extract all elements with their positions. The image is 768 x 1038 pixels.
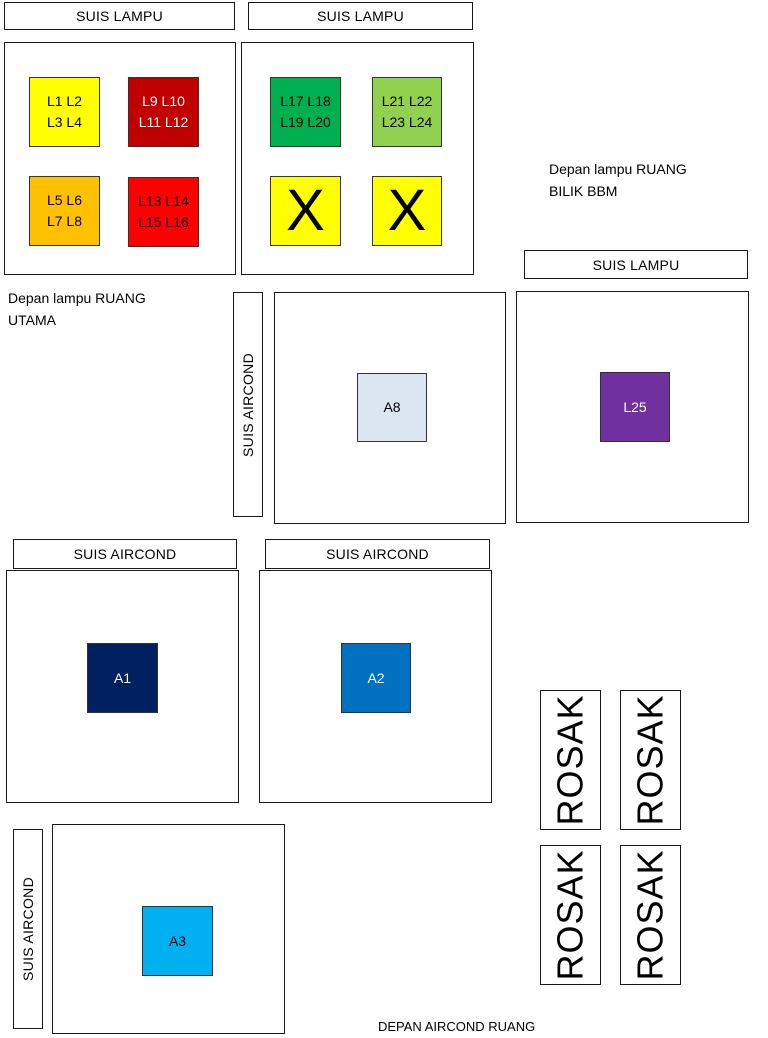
- note-ruang-utama: Depan lampu RUANG UTAMA: [8, 290, 146, 328]
- aircond-switch-a2[interactable]: A2: [341, 643, 411, 713]
- switch-l1-l4[interactable]: L1 L2 L3 L4: [29, 77, 100, 147]
- suis-aircond-label-2: SUIS AIRCOND: [265, 539, 490, 569]
- rosak-box-1: ROSAK: [540, 690, 601, 830]
- rosak-text: ROSAK: [549, 694, 591, 826]
- suis-aircond-vertical-2: SUIS AIRCOND: [13, 829, 43, 1029]
- switch-l9-l12[interactable]: L9 L10 L11 L12: [128, 77, 199, 147]
- lamp-switch-l25[interactable]: L25: [600, 372, 670, 442]
- aircond-switch-a3[interactable]: A3: [142, 906, 213, 976]
- switch-l17-l20[interactable]: L17 L18 L19 L20: [270, 77, 341, 147]
- note-ruang-bilik-bbm: Depan lampu RUANG BILIK BBM: [549, 161, 687, 199]
- switch-l13-l16[interactable]: L13 L14 L15 L16: [128, 177, 199, 247]
- rosak-box-3: ROSAK: [540, 845, 601, 985]
- rosak-box-4: ROSAK: [620, 845, 681, 985]
- suis-aircond-vertical-1: SUIS AIRCOND: [233, 292, 263, 517]
- suis-aircond-label-1: SUIS AIRCOND: [13, 539, 237, 569]
- suis-lampu-label-2: SUIS LAMPU: [248, 2, 473, 30]
- rosak-text: ROSAK: [549, 849, 591, 981]
- note-bottom-cut: DEPAN AIRCOND RUANG: [378, 1019, 536, 1034]
- switch-disabled-2[interactable]: X: [372, 176, 442, 246]
- rosak-text: ROSAK: [629, 694, 671, 826]
- suis-lampu-label-1: SUIS LAMPU: [4, 2, 235, 30]
- aircond-switch-a1[interactable]: A1: [87, 643, 158, 713]
- switch-disabled-1[interactable]: X: [270, 176, 341, 246]
- suis-aircond-text: SUIS AIRCOND: [326, 546, 429, 562]
- suis-lampu-label-3: SUIS LAMPU: [524, 250, 748, 279]
- suis-lampu-text: SUIS LAMPU: [592, 256, 680, 273]
- switch-l5-l8[interactable]: L5 L6 L7 L8: [29, 176, 100, 246]
- suis-aircond-text: SUIS AIRCOND: [73, 546, 177, 562]
- rosak-text: ROSAK: [629, 849, 671, 981]
- aircond-switch-a8[interactable]: A8: [357, 373, 427, 442]
- suis-aircond-text: SUIS AIRCOND: [240, 352, 257, 457]
- suis-lampu-text: SUIS LAMPU: [76, 8, 163, 24]
- suis-lampu-text: SUIS LAMPU: [317, 8, 404, 24]
- switch-l21-l24[interactable]: L21 L22 L23 L24: [372, 77, 442, 147]
- suis-aircond-text: SUIS AIRCOND: [20, 877, 37, 981]
- rosak-box-2: ROSAK: [620, 690, 681, 830]
